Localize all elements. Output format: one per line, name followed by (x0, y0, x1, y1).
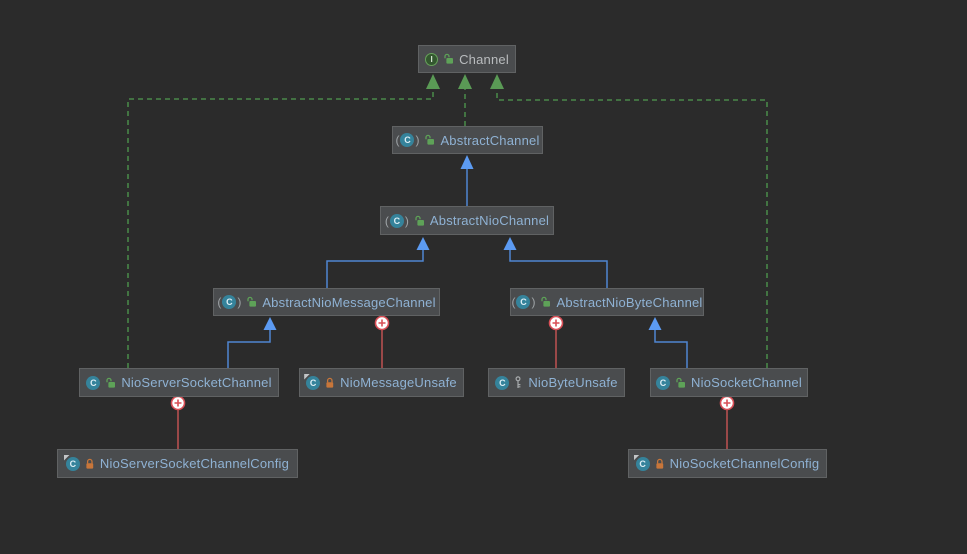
class-node-nio-server-socket-channel-config[interactable]: C NioServerSocketChannelConfig (57, 449, 298, 478)
class-node-abstract-nio-byte-channel[interactable]: (C) AbstractNioByteChannel (510, 288, 704, 316)
unlocked-padlock-icon (424, 134, 435, 146)
class-node-label: AbstractNioChannel (429, 213, 550, 228)
class-node-nio-server-socket-channel[interactable]: C NioServerSocketChannel (79, 368, 279, 397)
class-node-channel[interactable]: I Channel (418, 45, 516, 73)
abstract-class-icon: (C) (217, 295, 242, 309)
class-icon: C (656, 375, 671, 390)
key-icon (514, 376, 523, 389)
unlocked-padlock-icon (414, 215, 425, 227)
locked-padlock-icon (85, 458, 95, 470)
class-node-label: NioMessageUnsafe (340, 375, 457, 390)
inner-class-icon: C (63, 454, 80, 471)
class-node-label: Channel (459, 51, 509, 67)
unlocked-padlock-icon (246, 296, 257, 308)
unlocked-padlock-icon (540, 296, 551, 308)
interface-icon: I (425, 52, 439, 66)
unlocked-padlock-icon (443, 53, 454, 65)
class-node-nio-message-unsafe[interactable]: C NioMessageUnsafe (299, 368, 464, 397)
class-node-nio-socket-channel[interactable]: C NioSocketChannel (650, 368, 808, 397)
class-node-abstract-nio-channel[interactable]: (C) AbstractNioChannel (380, 206, 554, 235)
class-node-abstract-channel[interactable]: (C) AbstractChannel (392, 126, 543, 154)
locked-padlock-icon (655, 458, 665, 470)
abstract-class-icon: (C) (384, 213, 409, 228)
class-node-label: NioSocketChannelConfig (669, 456, 820, 471)
class-node-nio-socket-channel-config[interactable]: C NioSocketChannelConfig (628, 449, 827, 478)
class-node-label: AbstractChannel (440, 132, 540, 148)
class-icon: C (86, 375, 101, 390)
inner-class-icon: C (633, 454, 650, 471)
class-node-label: AbstractNioMessageChannel (262, 294, 436, 310)
unlocked-padlock-icon (105, 377, 116, 389)
class-node-label: NioSocketChannel (691, 375, 802, 390)
class-node-label: NioByteUnsafe (528, 375, 618, 390)
locked-padlock-icon (325, 377, 335, 389)
class-node-abstract-nio-message-channel[interactable]: (C) AbstractNioMessageChannel (213, 288, 440, 316)
class-node-nio-byte-unsafe[interactable]: C NioByteUnsafe (488, 368, 625, 397)
unlocked-padlock-icon (675, 377, 686, 389)
inner-class-icon: C (304, 373, 321, 390)
class-node-label: NioServerSocketChannel (121, 375, 272, 390)
class-icon: C (495, 375, 510, 390)
abstract-class-icon: (C) (395, 133, 420, 147)
abstract-class-icon: (C) (511, 295, 536, 309)
class-node-label: AbstractNioByteChannel (556, 294, 703, 310)
class-node-label: NioServerSocketChannelConfig (99, 456, 290, 471)
